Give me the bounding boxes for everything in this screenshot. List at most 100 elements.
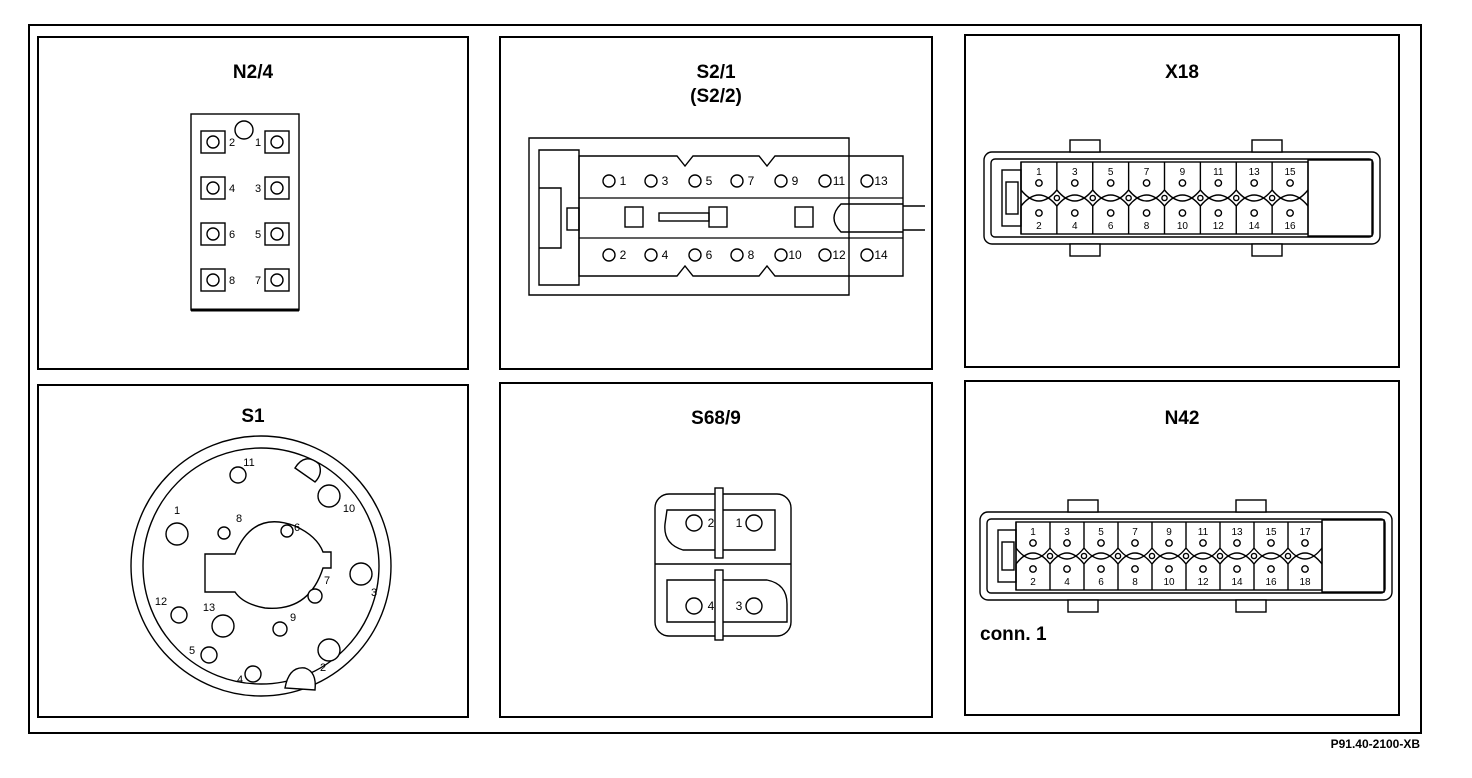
pin-label: 5 <box>255 229 261 241</box>
cavity-scallop <box>1127 194 1166 234</box>
pin-hole <box>1106 179 1115 187</box>
inner-ring <box>142 447 380 685</box>
pin-label: 13 <box>203 602 215 614</box>
cavity-scallop <box>1015 552 1051 590</box>
pin-hole <box>1250 209 1259 217</box>
pin-label: 11 <box>833 174 846 188</box>
pin-label: 6 <box>706 248 713 262</box>
terminal-cavity <box>264 176 290 200</box>
end-block <box>1321 519 1385 593</box>
cavity-scallop <box>1163 162 1201 202</box>
terminal-cavity <box>264 222 290 246</box>
pin-label: 7 <box>1132 527 1138 538</box>
pin-label: 5 <box>1108 167 1114 178</box>
pin-hole <box>1301 539 1309 547</box>
pin-hole <box>1029 565 1037 573</box>
cavity-scallop <box>1219 552 1255 590</box>
pin-label: 18 <box>1299 577 1311 588</box>
pin-label: 2 <box>320 662 326 674</box>
pin-label: 4 <box>708 599 715 613</box>
housing-inner <box>986 518 1386 594</box>
pin-label: 1 <box>736 516 743 530</box>
cavity-scallop <box>1253 522 1289 560</box>
pin-hole <box>774 174 788 188</box>
pin-hole <box>860 248 874 262</box>
cable-guide <box>833 203 903 233</box>
panel-title: X18 <box>1165 62 1199 83</box>
pin-hole <box>317 484 341 508</box>
latch-bar <box>714 569 724 641</box>
cavity-scallop <box>1151 522 1187 560</box>
latch-tab <box>1067 499 1099 513</box>
pin-hole <box>1106 209 1115 217</box>
cavity-scallop <box>1117 552 1153 590</box>
notch <box>294 458 322 483</box>
pin-label: 13 <box>1249 167 1261 178</box>
pin-label: 6 <box>229 229 235 241</box>
pin-hole <box>1125 194 1132 202</box>
pin-label: 11 <box>1213 167 1224 178</box>
panel-title: N2/4 <box>232 62 274 83</box>
pin-hole <box>1182 552 1190 560</box>
pin-label: 2 <box>620 248 627 262</box>
cavity-scallop <box>1271 162 1309 202</box>
pin-hole <box>1053 194 1061 202</box>
pin-hole <box>206 181 220 195</box>
pin-label: 12 <box>1197 577 1209 588</box>
pin-label: 1 <box>1036 167 1042 178</box>
end-block <box>1307 159 1373 237</box>
pin-label: 8 <box>1144 221 1150 232</box>
pin-label: 9 <box>1166 527 1172 538</box>
pin-hole <box>1131 565 1139 573</box>
pin-hole <box>170 606 188 624</box>
pin-label: 1 <box>620 174 627 188</box>
pin-label: 7 <box>748 174 755 188</box>
pin-hole <box>217 526 231 540</box>
cavity-scallop <box>1185 522 1221 560</box>
latch-bar <box>714 487 724 559</box>
pin-label: 6 <box>294 522 300 534</box>
pin-hole <box>270 181 284 195</box>
latch-tab <box>1067 599 1099 613</box>
cavity-scallop <box>1287 522 1323 560</box>
pin-hole <box>270 227 284 241</box>
pin-label: 3 <box>1072 167 1078 178</box>
pin-label: 7 <box>1144 167 1150 178</box>
pin-label: 8 <box>1132 577 1138 588</box>
latch-tab <box>1069 243 1101 257</box>
pin-hole <box>602 174 616 188</box>
cavity-scallop <box>1219 522 1255 560</box>
center-keyway <box>204 521 332 610</box>
cavity-scallop <box>1020 162 1058 202</box>
pin-label: 15 <box>1285 167 1297 178</box>
pin-hole <box>1161 194 1168 202</box>
pin-label: 8 <box>748 248 755 262</box>
pin-label: 6 <box>1098 577 1104 588</box>
pin-label: 12 <box>1213 221 1225 232</box>
pin-hole <box>1301 565 1309 573</box>
cavity-scallop <box>1199 162 1237 202</box>
latch-tab <box>1251 139 1283 153</box>
pin-label: 4 <box>662 248 669 262</box>
pin-label: 9 <box>1180 167 1186 178</box>
pin-hole <box>1070 209 1079 217</box>
pin-hole <box>1250 179 1259 187</box>
pin-hole <box>1097 565 1105 573</box>
latch-tab <box>1235 599 1267 613</box>
pin-hole <box>1214 179 1223 187</box>
pin-label: 4 <box>1064 577 1070 588</box>
slide <box>658 212 710 222</box>
pin-hole <box>730 174 744 188</box>
pin-label: 8 <box>236 513 242 525</box>
pin-label: 4 <box>229 183 235 195</box>
terminal-cavity <box>200 222 226 246</box>
pin-hole <box>229 466 247 484</box>
outer-housing <box>983 151 1381 245</box>
pin-hole <box>1250 552 1258 560</box>
pin-hole <box>818 248 832 262</box>
cavity-scallop <box>1127 162 1166 202</box>
